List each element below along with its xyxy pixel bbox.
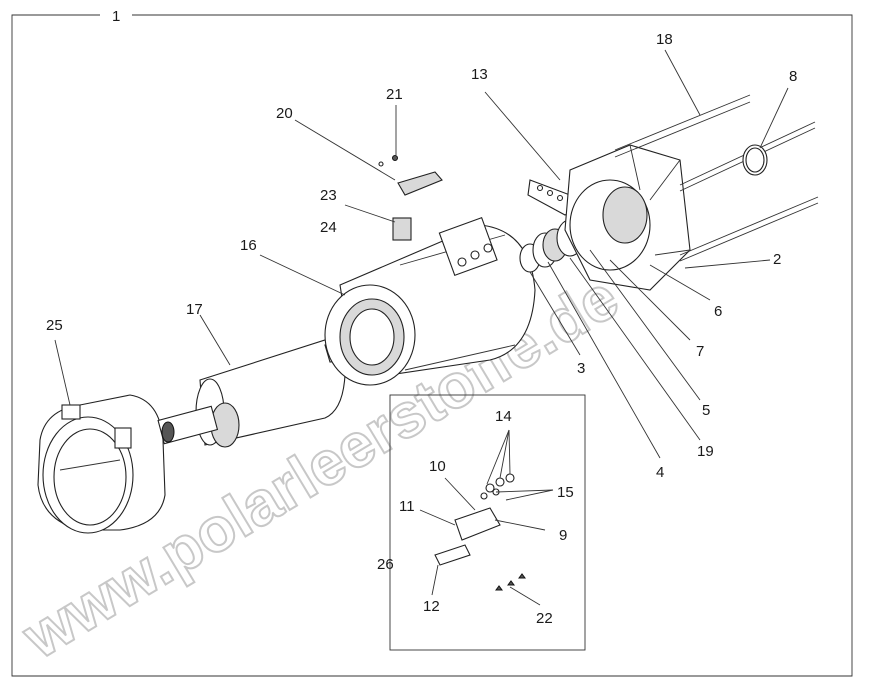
label-16: 16 [240, 237, 257, 254]
part-25-end-cover [37, 394, 166, 534]
part-end-housing [564, 144, 691, 291]
label-8: 8 [789, 68, 797, 85]
label-22: 22 [536, 610, 553, 627]
label-7: 7 [696, 343, 704, 360]
label-9: 9 [559, 527, 567, 544]
label-13: 13 [471, 66, 488, 83]
label-4: 4 [656, 464, 664, 481]
part-16-stator [324, 216, 536, 386]
outer-frame [11, 14, 853, 677]
label-17: 17 [186, 301, 203, 318]
label-6: 6 [714, 303, 722, 320]
part-20-brush-holder [378, 155, 443, 196]
leader-lines [54, 49, 789, 606]
label-18: 18 [656, 31, 673, 48]
label-21: 21 [386, 86, 403, 103]
label-24: 24 [320, 219, 337, 236]
part-23-connector [392, 217, 412, 241]
label-19: 19 [697, 443, 714, 460]
label-15: 15 [557, 484, 574, 501]
label-26: 26 [377, 556, 394, 573]
label-5: 5 [702, 402, 710, 419]
label-25: 25 [46, 317, 63, 334]
label-12: 12 [423, 598, 440, 615]
label-20: 20 [276, 105, 293, 122]
part-22-screws [495, 573, 526, 591]
label-10: 10 [429, 458, 446, 475]
label-11: 11 [399, 498, 415, 515]
label-23: 23 [320, 187, 337, 204]
label-14: 14 [495, 408, 512, 425]
part-9-rectifier [434, 473, 515, 566]
part-labels: 1 2 3 4 5 6 7 8 9 10 11 12 13 14 15 16 1… [46, 8, 797, 627]
label-1: 1 [112, 8, 120, 25]
label-3: 3 [577, 360, 585, 377]
part-26-rectifier-box [389, 394, 586, 651]
label-2: 2 [773, 251, 781, 268]
